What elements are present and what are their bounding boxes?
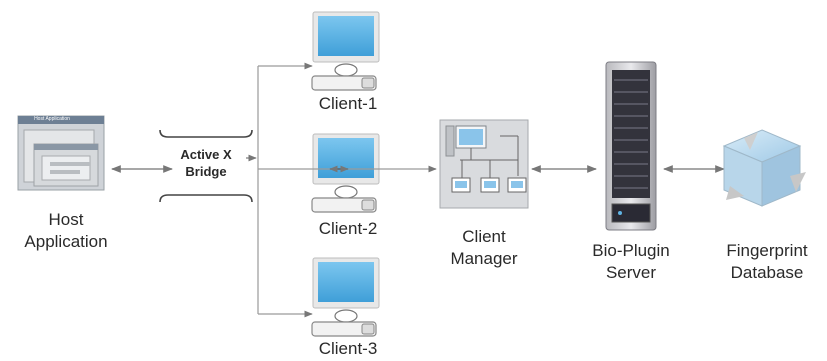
host-application-label-line2: Application xyxy=(24,232,108,251)
client-manager-label-line2: Manager xyxy=(450,249,518,268)
client-2-label: Client-2 xyxy=(318,219,378,238)
activex-bridge-label-line1: Active X xyxy=(180,147,232,162)
host-window-title: Host Application xyxy=(34,116,70,122)
client-2-computer-icon xyxy=(311,133,380,213)
database-cube-icon xyxy=(722,129,806,207)
host-application-icon xyxy=(17,115,105,191)
host-application-label: Host Application xyxy=(16,209,116,253)
fingerprint-database-label-line2: Database xyxy=(730,263,804,282)
client-3-computer-icon xyxy=(311,257,380,337)
fingerprint-database-label: Fingerprint Database xyxy=(712,240,822,284)
fingerprint-database-label-line1: Fingerprint xyxy=(726,241,808,260)
client-manager-icon xyxy=(439,119,529,209)
client-1-label: Client-1 xyxy=(318,94,378,113)
activex-bridge-label: Active X Bridge xyxy=(166,146,246,180)
client-1-computer-icon xyxy=(311,11,380,91)
activex-bridge-label-line2: Bridge xyxy=(185,164,227,179)
activex-bridge-brace xyxy=(159,129,253,203)
bio-plugin-server-label: Bio-Plugin Server xyxy=(576,240,686,284)
bio-plugin-server-label-line1: Bio-Plugin xyxy=(592,241,670,260)
client-3-label: Client-3 xyxy=(318,339,378,358)
server-tower-icon xyxy=(605,61,657,231)
client-manager-label: Client Manager xyxy=(434,226,534,270)
bio-plugin-server-label-line2: Server xyxy=(605,263,657,282)
client-manager-label-line1: Client xyxy=(462,227,506,246)
host-application-label-line1: Host xyxy=(48,210,84,229)
